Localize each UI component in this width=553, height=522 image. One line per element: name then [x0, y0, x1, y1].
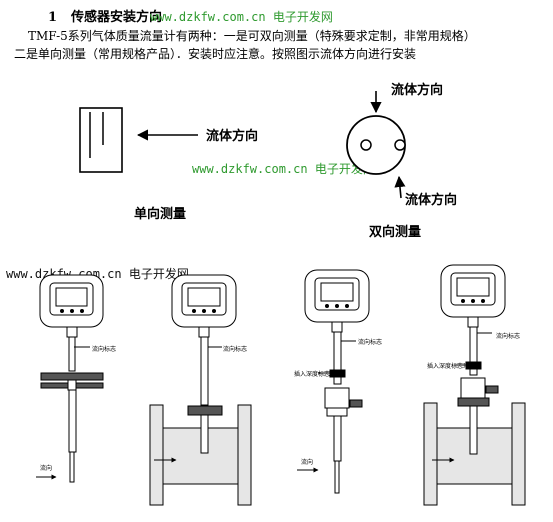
intro-line-2: 二是单向测量（常用规格产品）．安装时应注意。按照图示流体方向进行安装 [14, 47, 417, 61]
single-measure-label: 单向测量 [134, 207, 187, 222]
watermark-site: 电子开发网 [128, 267, 189, 281]
flow-label-3: 流向 [301, 459, 314, 466]
watermark-site: 电子开发网 [272, 10, 333, 24]
watermark-top: www.dzkfw.com.cn 电子开发网 [150, 8, 333, 25]
section-heading: 1 传感器安装方向 [48, 6, 162, 25]
meter-3-drawing [297, 269, 370, 494]
section-title: 传感器安装方向 [71, 10, 163, 25]
intro-line-1: TMF-5系列气体质量流量计有两种：一是可双向测量（特殊要求定制，非常用规格） [28, 29, 476, 43]
bi-flow-direction-top-label: 流体方向 [391, 83, 444, 98]
meter-1-drawing [36, 274, 104, 483]
bi-measure-label: 双向测量 [369, 225, 422, 240]
flow-tag-label-3: 流向标志 [358, 339, 383, 346]
insertion-ring-label-4: 插入深度标志环 [427, 363, 470, 370]
bi-flow-direction-bottom-label: 流体方向 [405, 193, 458, 208]
flow-label-1: 流向 [40, 465, 53, 472]
bi-direction-sensor-drawing [346, 91, 406, 199]
flow-tag-label-2: 流向标志 [223, 346, 248, 353]
meter-2-drawing [149, 274, 252, 506]
insertion-ring-label-3: 插入深度标志环 [294, 371, 337, 378]
single-direction-sensor-drawing [79, 107, 198, 173]
watermark-url: www.dzkfw.com.cn [192, 162, 308, 176]
section-number: 1 [48, 10, 58, 25]
meter-4-drawing [423, 264, 526, 506]
watermark-url: www.dzkfw.com.cn [150, 10, 266, 24]
single-flow-direction-label: 流体方向 [206, 129, 259, 144]
flow-tag-label-1: 流向标志 [92, 346, 117, 353]
flow-tag-label-4: 流向标志 [496, 333, 521, 340]
